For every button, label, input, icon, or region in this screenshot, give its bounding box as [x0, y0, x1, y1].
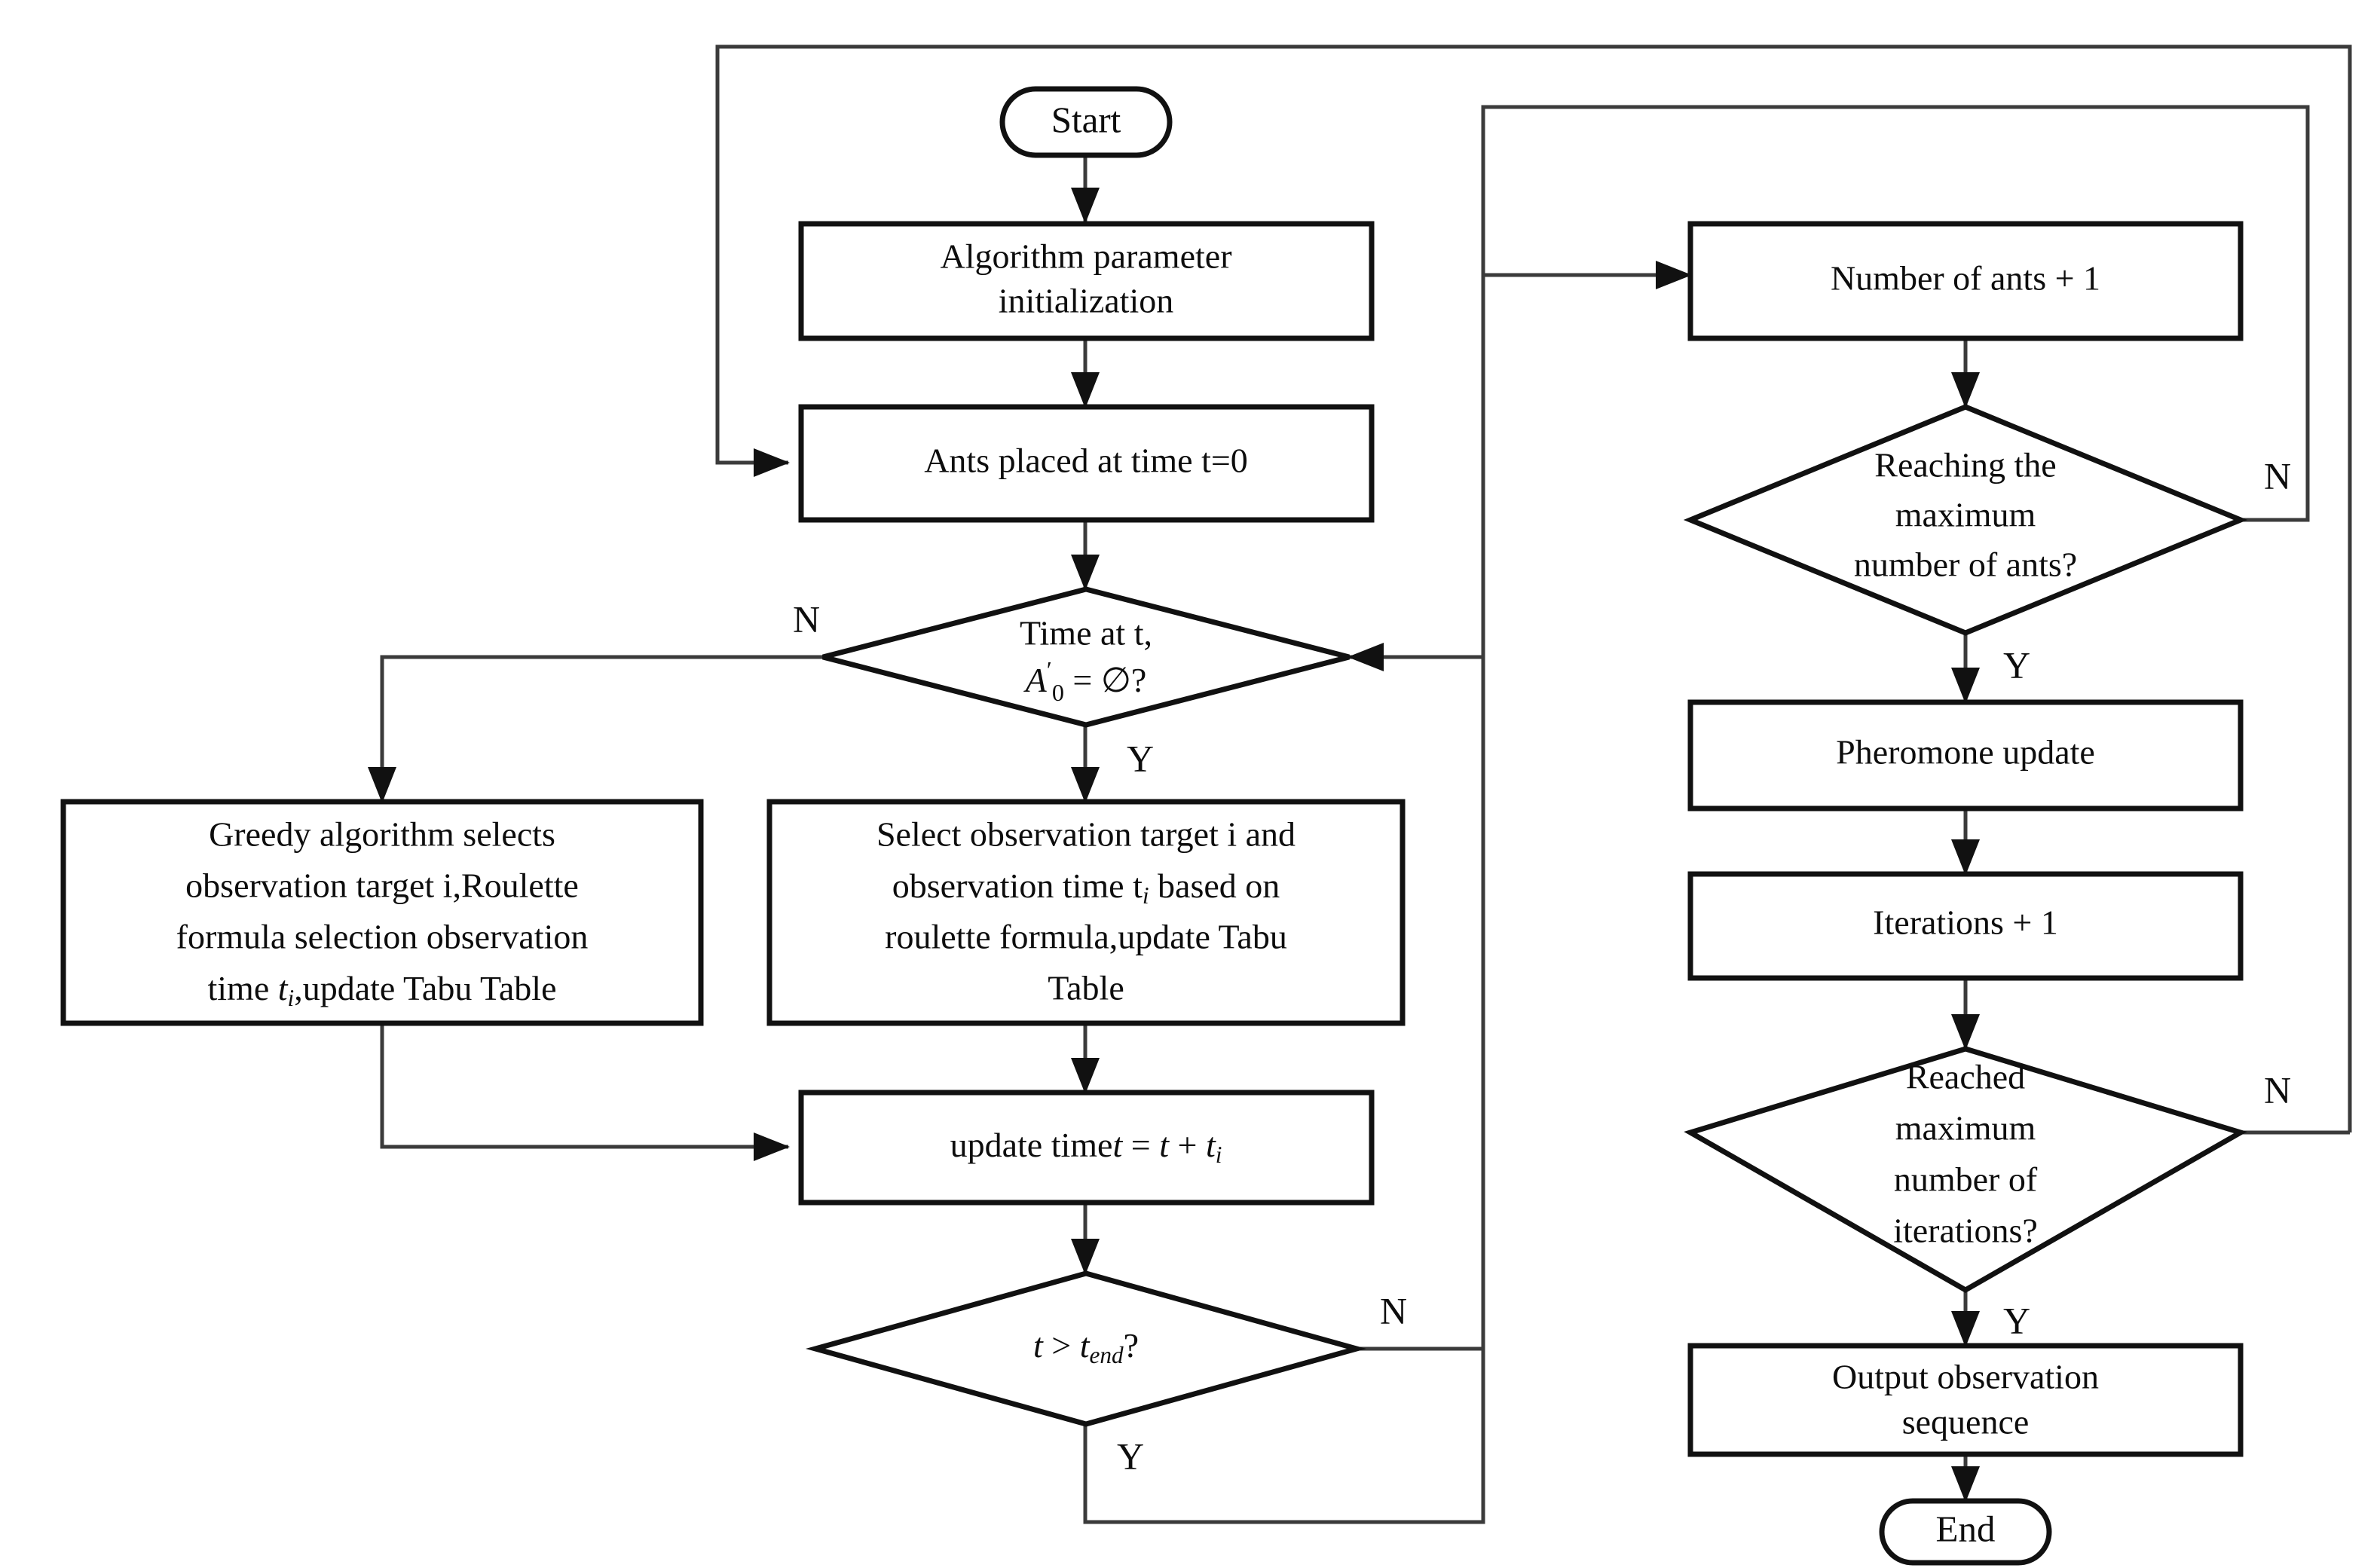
node-start-label: Start — [1051, 99, 1121, 140]
node-time-check[interactable] — [822, 586, 1350, 728]
tend-gt: > — [1043, 1326, 1080, 1365]
node-init-line2: initialization — [999, 282, 1174, 320]
node-number-of-ants[interactable] — [1687, 221, 2244, 341]
node-end[interactable] — [1879, 1498, 2052, 1566]
node-output-observation-sequence[interactable] — [1687, 1343, 2244, 1457]
node-t-end-label: t > tend? — [1033, 1326, 1139, 1369]
update-time-sub: i — [1216, 1142, 1222, 1168]
node-max-ants-check[interactable] — [1683, 404, 2248, 636]
greedy-time-prefix: time — [208, 969, 278, 1007]
label-t-end-yes: Y — [1117, 1435, 1144, 1477]
node-time-check-line1: Time at t, — [1020, 614, 1152, 653]
greedy-t-sub: i — [288, 985, 295, 1011]
time-check-sub0: 0 — [1052, 679, 1064, 706]
node-max-ants-line3: number of ants? — [1854, 546, 2077, 584]
node-number-of-ants-label: Number of ants + 1 — [1831, 259, 2100, 298]
node-greedy-line4: time ti,update Tabu Table — [208, 969, 557, 1012]
node-update-time[interactable] — [798, 1090, 1375, 1206]
tend-tsym: t — [1080, 1326, 1091, 1365]
node-ants-placed-label: Ants placed at time t=0 — [924, 442, 1248, 480]
node-start[interactable] — [999, 86, 1173, 158]
edge-max-ants-no-return — [1481, 105, 2310, 522]
select-t-sub: i — [1143, 882, 1149, 909]
select-based-on: based on — [1149, 867, 1280, 905]
label-time-check-no: N — [793, 598, 820, 640]
label-t-end-no: N — [1380, 1289, 1407, 1331]
update-time-prefix: update time — [950, 1126, 1113, 1164]
label-max-iter-yes: Y — [2003, 1299, 2030, 1341]
node-select-observation-target[interactable] — [766, 799, 1406, 1026]
node-ants-placed[interactable] — [798, 404, 1375, 523]
greedy-t: t — [278, 969, 289, 1007]
node-greedy-algorithm[interactable] — [60, 799, 704, 1026]
update-time-eq: = — [1122, 1126, 1159, 1164]
update-time-t3: t — [1206, 1126, 1216, 1164]
label-max-iter-no: N — [2264, 1068, 2291, 1111]
node-pheromone-update[interactable] — [1687, 699, 2244, 812]
node-select-line4: Table — [1048, 969, 1124, 1007]
node-greedy-line3: formula selection observation — [176, 918, 589, 956]
edge-time-check-no-to-greedy — [367, 655, 838, 804]
node-max-iter-line2: maximum — [1895, 1109, 2036, 1148]
update-time-t1: t — [1112, 1126, 1123, 1164]
node-pheromone-label: Pheromone update — [1836, 733, 2095, 772]
node-greedy-line2: observation target i,Roulette — [185, 867, 579, 905]
node-end-label: End — [1936, 1508, 1996, 1549]
time-check-prime: ′ — [1047, 656, 1052, 683]
update-time-t2: t — [1159, 1126, 1170, 1164]
edge-outer-return-to-ants-placed — [715, 44, 2352, 1132]
node-max-iter-line4: iterations? — [1893, 1212, 2038, 1250]
node-output-line1: Output observation — [1832, 1358, 2099, 1396]
label-time-check-yes: Y — [1127, 737, 1154, 779]
update-time-plus: + — [1169, 1126, 1206, 1164]
node-init-line1: Algorithm parameter — [940, 237, 1231, 276]
node-max-iterations-check[interactable] — [1684, 1046, 2247, 1294]
node-max-ants-line1: Reaching the — [1874, 446, 2056, 484]
node-max-ants-line2: maximum — [1895, 496, 2036, 534]
edge-greedy-to-update-time — [380, 1023, 791, 1162]
node-algorithm-initialization[interactable] — [798, 221, 1375, 341]
node-select-line2: observation time ti based on — [892, 867, 1280, 909]
time-check-A: A — [1023, 661, 1048, 699]
node-max-iter-line3: number of — [1894, 1160, 2038, 1199]
label-max-ants-yes: Y — [2003, 643, 2030, 686]
greedy-update-tabu: ,update Tabu Table — [294, 969, 556, 1007]
node-select-line3: roulette formula,update Tabu — [885, 918, 1287, 956]
label-max-ants-no: N — [2264, 454, 2291, 497]
tend-t: t — [1033, 1326, 1044, 1365]
tend-q: ? — [1124, 1326, 1139, 1365]
node-update-time-label: update timet = t + ti — [950, 1126, 1222, 1169]
node-iterations-label: Iterations + 1 — [1873, 903, 2058, 942]
node-t-end-check[interactable] — [805, 1270, 1367, 1427]
edge-tend-yes-to-num-ants — [1083, 275, 1485, 1524]
tend-sub: end — [1089, 1342, 1124, 1368]
node-output-line2: sequence — [1902, 1403, 2030, 1441]
node-greedy-line1: Greedy algorithm selects — [209, 815, 555, 854]
select-obs-time-prefix: observation time t — [892, 867, 1143, 905]
time-check-eq-empty: = ∅? — [1064, 661, 1146, 699]
node-max-iter-line1: Reached — [1906, 1058, 2025, 1096]
node-time-check-line2: A′0 = ∅? — [1023, 656, 1147, 706]
node-select-line1: Select observation target i and — [876, 815, 1296, 854]
node-iterations[interactable] — [1687, 871, 2244, 981]
